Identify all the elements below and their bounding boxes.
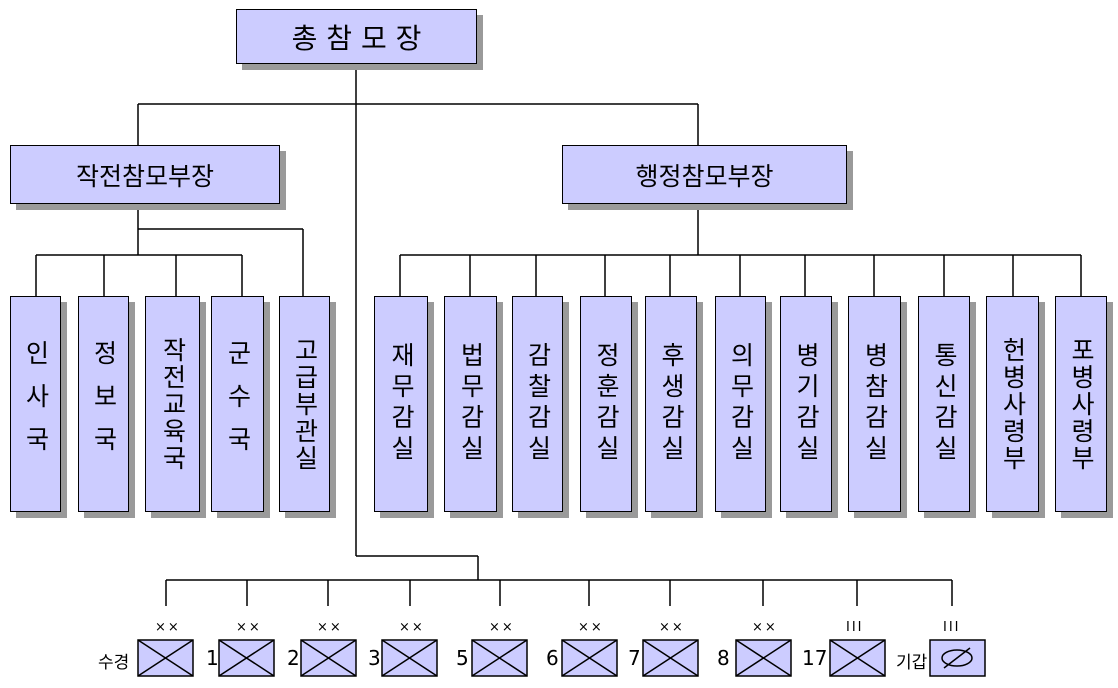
unit-symbol-infantry	[300, 639, 357, 677]
unit-symbol-infantry	[735, 639, 792, 677]
bureau-box: 정보국	[78, 296, 129, 512]
unit-symbol-infantry	[642, 639, 699, 677]
unit-symbol-infantry	[137, 639, 194, 677]
bureau-label: 정보국	[89, 339, 119, 469]
unit-label: 5	[456, 646, 469, 670]
office-label: 법무감실	[456, 342, 486, 466]
echelon-mark: ××	[236, 620, 262, 635]
echelon-mark: III	[943, 620, 961, 635]
unit-label: 8	[717, 646, 730, 670]
unit-label: 기갑	[896, 653, 928, 673]
unit-symbol-armor	[929, 639, 986, 677]
unit-label: 수경	[98, 653, 130, 673]
chief-of-staff-title: 총 참 모 장	[291, 21, 422, 55]
echelon-mark: ××	[489, 620, 515, 635]
office-label: 정훈감실	[592, 342, 621, 466]
office-box: 감찰감실	[512, 296, 563, 512]
unit-symbol-infantry	[561, 639, 618, 677]
administration-deputy-label: 행정참모부장	[635, 161, 774, 191]
bureau-box: 고급부관실	[279, 296, 330, 512]
unit-symbol-infantry	[218, 639, 275, 677]
operations-deputy-box: 작전참모부장	[10, 145, 280, 204]
operations-deputy-label: 작전참모부장	[75, 161, 214, 191]
echelon-mark: ××	[578, 620, 604, 635]
unit-label: 3	[368, 646, 381, 670]
echelon-mark: III	[846, 620, 864, 635]
chief-of-staff-box: 총 참 모 장	[236, 9, 477, 64]
unit-label: 6	[546, 646, 559, 670]
echelon-mark: ××	[659, 620, 685, 635]
office-box: 재무감실	[374, 296, 428, 512]
administration-deputy-box: 행정참모부장	[562, 145, 847, 204]
office-box: 후생감실	[645, 296, 697, 512]
office-box: 의무감실	[715, 296, 766, 512]
unit-label: 7	[628, 646, 641, 670]
office-box: 법무감실	[444, 296, 497, 512]
bureau-label: 작전교육국	[158, 336, 188, 472]
bureau-box: 인사국	[10, 296, 61, 512]
unit-symbol-infantry	[829, 639, 886, 677]
office-label: 감찰감실	[523, 342, 553, 466]
office-label: 병기감실	[792, 342, 821, 466]
bureau-box: 군수국	[211, 296, 264, 512]
office-box: 헌병사령부	[986, 296, 1039, 512]
bureau-label: 고급부관실	[290, 336, 320, 472]
unit-symbol-infantry	[471, 639, 528, 677]
office-box: 병기감실	[780, 296, 832, 512]
unit-label: 1	[206, 646, 219, 670]
echelon-mark: ××	[155, 620, 181, 635]
echelon-mark: ××	[399, 620, 425, 635]
office-label: 후생감실	[657, 342, 686, 466]
echelon-mark: ××	[317, 620, 343, 635]
office-label: 통신감실	[930, 342, 959, 466]
echelon-mark: ××	[752, 620, 778, 635]
office-label: 포병사령부	[1067, 336, 1096, 472]
office-box: 정훈감실	[580, 296, 632, 512]
bureau-box: 작전교육국	[145, 296, 200, 512]
office-box: 통신감실	[918, 296, 970, 512]
office-box: 병참감실	[848, 296, 901, 512]
office-label: 헌병사령부	[998, 336, 1028, 472]
office-label: 재무감실	[387, 342, 416, 466]
office-box: 포병사령부	[1055, 296, 1107, 512]
unit-label: 2	[287, 646, 300, 670]
office-label: 의무감실	[726, 342, 756, 466]
bureau-label: 군수국	[223, 339, 253, 469]
office-label: 병참감실	[860, 342, 890, 466]
unit-label: 17	[802, 646, 828, 670]
bureau-label: 인사국	[21, 339, 51, 469]
unit-symbol-infantry	[381, 639, 438, 677]
